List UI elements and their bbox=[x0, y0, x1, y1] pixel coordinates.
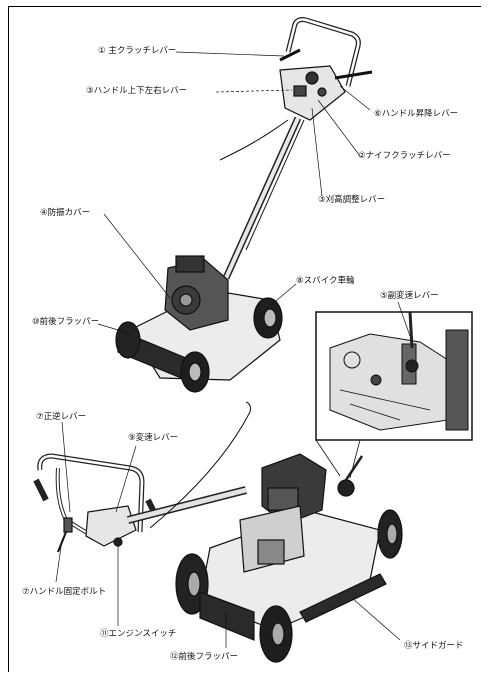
detail-inset bbox=[315, 301, 473, 441]
label-front-rear-flapper-top: ⑩前後フラッパー bbox=[32, 317, 100, 327]
label-reverse-lever: ⑦正逆レバー bbox=[36, 412, 87, 422]
label-main-clutch-lever: ① 主クラッチレバー bbox=[98, 46, 177, 56]
label-handle-fix-bolt: ⑦ハンドル固定ボルト bbox=[22, 587, 107, 597]
label-handle-updown-lr-lever: ③ハンドル上下左右レバー bbox=[86, 86, 188, 96]
label-guard-cover: ④防振カバー bbox=[40, 208, 91, 218]
label-knife-clutch-lever: ②ナイフクラッチレバー bbox=[358, 151, 451, 161]
label-spike-wheel: ⑧スパイク車輪 bbox=[296, 276, 355, 286]
label-speed-lever: ⑨変速レバー bbox=[128, 433, 179, 443]
diagram-frame bbox=[8, 6, 481, 672]
label-side-guard: ⑬サイドガード bbox=[404, 641, 464, 651]
label-shift-lever: ⑤副変速レバー bbox=[380, 291, 439, 301]
handle-box bbox=[85, 505, 137, 547]
side-guard bbox=[299, 573, 387, 623]
label-front-rear-flapper-bottom: ⑫前後フラッパー bbox=[170, 652, 239, 662]
label-cut-height-lever: ③刈高調整レバー bbox=[318, 195, 386, 205]
control-box bbox=[279, 65, 346, 121]
bottom-flapper bbox=[199, 591, 255, 641]
label-engine-switch: ⑪エンジンスイッチ bbox=[100, 629, 177, 639]
handle-detail bbox=[33, 401, 251, 626]
top-mower bbox=[97, 17, 373, 393]
label-handle-lift-lever: ⑥ハンドル昇降レバー bbox=[374, 109, 459, 119]
bottom-mower bbox=[175, 453, 403, 663]
